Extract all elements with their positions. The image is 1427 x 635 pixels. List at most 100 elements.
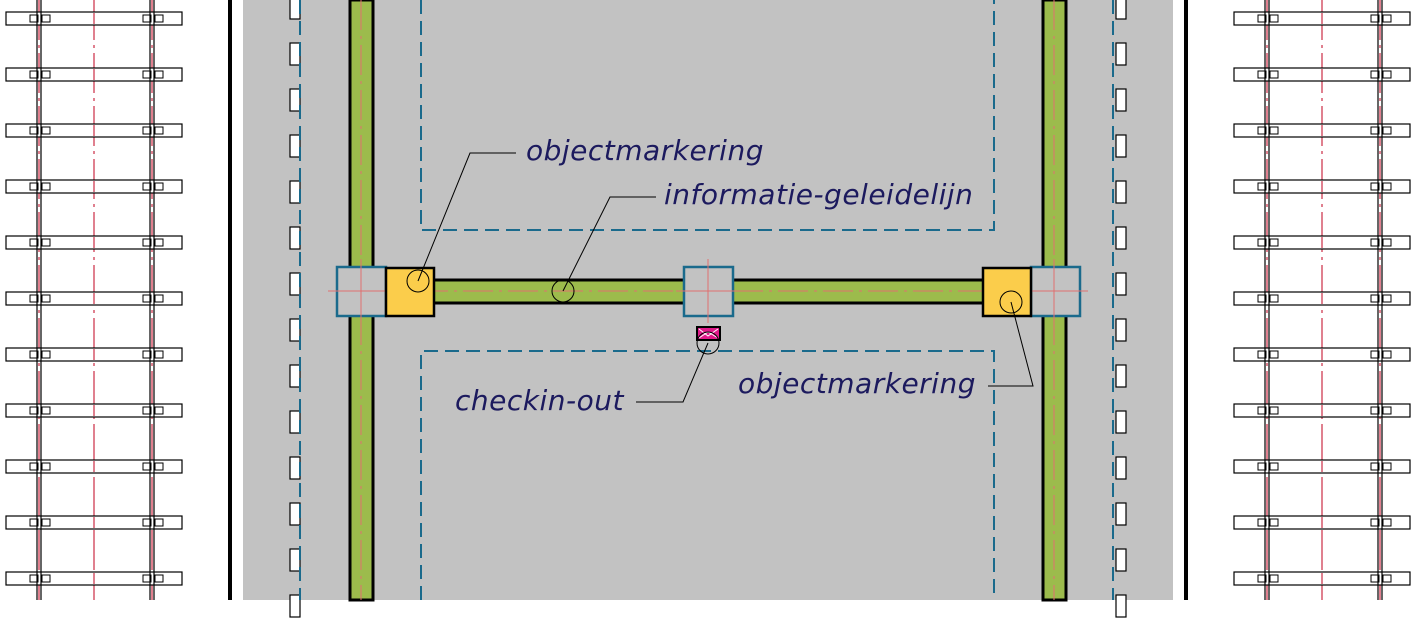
rail-clip xyxy=(1370,294,1380,303)
tactile-tile xyxy=(289,226,301,250)
tactile-tile xyxy=(1115,180,1127,204)
label-checkin-out: checkin-out xyxy=(455,384,624,417)
rail-clip xyxy=(1370,126,1380,135)
rail-clip xyxy=(142,462,152,471)
tactile-tile xyxy=(1115,42,1127,66)
rail-clip xyxy=(1370,70,1380,79)
tactile-tile xyxy=(1115,226,1127,250)
rail-clip xyxy=(1269,462,1279,471)
tactile-tile xyxy=(1115,364,1127,388)
object-marking-left xyxy=(384,266,436,318)
rail-clip xyxy=(1257,238,1267,247)
rail-clip xyxy=(1382,182,1392,191)
rail-clip xyxy=(1269,238,1279,247)
rail-clip xyxy=(142,14,152,23)
rail-clip xyxy=(142,406,152,415)
tactile-tile xyxy=(289,318,301,342)
leader-marker-object-left xyxy=(406,269,430,293)
leader-marker-object-right xyxy=(999,290,1023,314)
rail-clip xyxy=(29,518,39,527)
tactile-tile xyxy=(1115,410,1127,434)
rail-clip xyxy=(1257,406,1267,415)
rail-clip xyxy=(1257,462,1267,471)
rail-clip xyxy=(41,14,51,23)
tactile-tile xyxy=(1115,134,1127,158)
leader-line-checkin xyxy=(636,342,709,403)
rail-clip xyxy=(1370,14,1380,23)
rail-clip xyxy=(1269,406,1279,415)
rail-clip xyxy=(29,14,39,23)
rail-clip xyxy=(142,294,152,303)
leader-lines xyxy=(406,152,1034,403)
rail-clip xyxy=(154,294,164,303)
tactile-tile xyxy=(1115,272,1127,296)
rail-clip xyxy=(29,182,39,191)
rail-clip xyxy=(1382,70,1392,79)
rail-clip xyxy=(41,126,51,135)
rail-clip xyxy=(1370,574,1380,583)
rail-clip xyxy=(1370,238,1380,247)
rail-clip xyxy=(1269,574,1279,583)
checkin-pole-icon xyxy=(696,326,721,341)
rail-clip xyxy=(142,238,152,247)
rail-clip xyxy=(29,126,39,135)
rail-clip xyxy=(1257,182,1267,191)
rail-clip xyxy=(1257,70,1267,79)
rail-clip xyxy=(1269,518,1279,527)
rail-clip xyxy=(154,406,164,415)
labels: objectmarkering informatie-geleidelijn c… xyxy=(455,134,976,417)
rail-clip xyxy=(154,182,164,191)
rail-clip xyxy=(41,238,51,247)
rail-clip xyxy=(154,14,164,23)
object-marking-right xyxy=(981,266,1033,318)
tactile-tile xyxy=(289,180,301,204)
rail-clip xyxy=(1257,294,1267,303)
rail-clip xyxy=(41,406,51,415)
rail-clip xyxy=(142,182,152,191)
label-guidance-line: informatie-geleidelijn xyxy=(664,178,973,211)
rail-clip xyxy=(29,462,39,471)
rail-clip xyxy=(41,462,51,471)
rail-clip xyxy=(142,518,152,527)
rail-clip xyxy=(29,238,39,247)
rail-clip xyxy=(1382,462,1392,471)
label-object-marking-right: objectmarkering xyxy=(738,367,976,400)
edge-tactile-tiles-right xyxy=(1115,0,1127,618)
leader-marker-guidance-line xyxy=(551,279,575,303)
rail-clip xyxy=(154,238,164,247)
tactile-tile xyxy=(1115,548,1127,572)
rail-clip xyxy=(154,518,164,527)
tactile-tile xyxy=(289,88,301,112)
rail-clip xyxy=(142,574,152,583)
rail-clip xyxy=(154,70,164,79)
rail-clip xyxy=(1370,406,1380,415)
tactile-tile xyxy=(289,272,301,296)
rail-clip xyxy=(1257,14,1267,23)
rail-clip xyxy=(29,406,39,415)
rail-clip xyxy=(1370,462,1380,471)
tactile-tile xyxy=(1115,0,1127,20)
rail-clip xyxy=(154,350,164,359)
tactile-tile xyxy=(289,42,301,66)
rail-clip xyxy=(1382,238,1392,247)
object-markings xyxy=(384,266,1033,318)
rail-clip xyxy=(1269,70,1279,79)
leader-line-object-left xyxy=(417,152,516,282)
rail-clip xyxy=(1382,518,1392,527)
tactile-tile xyxy=(1115,594,1127,618)
rail-clip xyxy=(41,70,51,79)
rail-clip xyxy=(1257,126,1267,135)
tactile-tile xyxy=(289,456,301,480)
rail-clip xyxy=(142,70,152,79)
tactile-tile xyxy=(1115,502,1127,526)
rail-clip xyxy=(1382,14,1392,23)
rail-clip xyxy=(1382,294,1392,303)
label-object-marking-left: objectmarkering xyxy=(526,134,764,167)
tactile-tile xyxy=(1115,318,1127,342)
rail-clip xyxy=(29,574,39,583)
rail-clip xyxy=(41,294,51,303)
rail-clip xyxy=(1382,574,1392,583)
leader-marker-checkin xyxy=(696,331,720,355)
rail-clip xyxy=(41,182,51,191)
